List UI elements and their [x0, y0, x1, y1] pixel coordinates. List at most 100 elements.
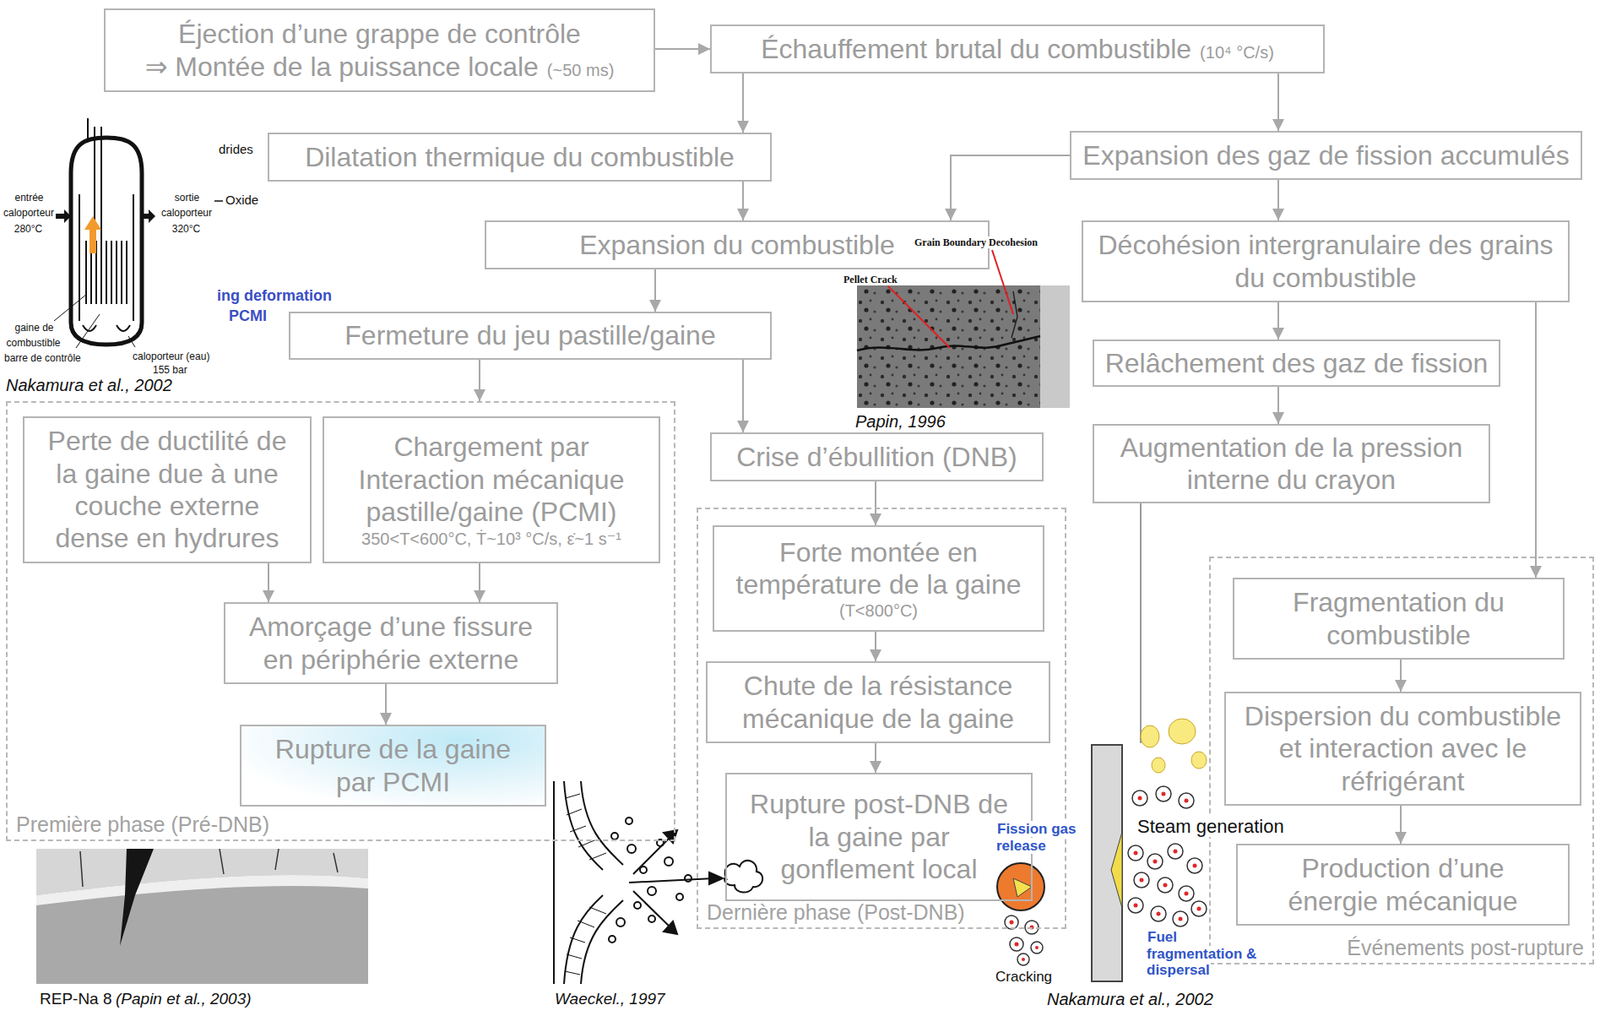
fragmentation-sketch: [1161, 791, 1167, 797]
box-text: Amorçage d’une fissure en périphérie ext…: [243, 610, 539, 676]
fragmentation-sketch: [1191, 900, 1207, 917]
process-box: Crise d’ébullition (DNB): [710, 432, 1044, 482]
citation-holder: Nakamura et al., 2002: [1046, 989, 1215, 1009]
text-row: Forte montée en température de la gaine: [726, 536, 1031, 602]
figure-annotation-holder: Pellet Crack: [842, 271, 899, 287]
box-text: Chute de la résistance mécanique de la g…: [721, 669, 1035, 735]
reactor-vessel: [214, 200, 223, 202]
text-row: Fermeture du jeu pastille/gaine: [344, 319, 716, 352]
fragmentation-sketch: [1157, 877, 1173, 893]
reactor-vessel: [79, 194, 134, 321]
reactor-vessel: [84, 216, 102, 254]
text-row: (T<800°C): [839, 600, 918, 621]
text-row: Expansion des gaz de fission accumulés: [1082, 139, 1569, 172]
process-box: Chargement par Interaction mécanique pas…: [322, 416, 661, 564]
fragmentation-sketch: [1140, 725, 1160, 748]
cladding-burst-sketch: [633, 890, 673, 929]
fragmentation-sketch: [1017, 953, 1030, 966]
flow-arrow: [1277, 302, 1280, 340]
cladding-burst-sketch: [564, 894, 603, 984]
fragmentation-sketch: [1021, 957, 1026, 961]
reactor-vessel: [54, 118, 223, 348]
fragmentation-sketch: [1128, 845, 1144, 861]
flow-arrow: [1399, 659, 1402, 692]
fragmentation-sketch: [1172, 911, 1188, 927]
fragmentation-sketch: [1153, 859, 1158, 864]
text-row: Augmentation de la pression interne du c…: [1106, 431, 1478, 497]
cladding-burst-sketch: [553, 781, 763, 984]
figure-annotation: Grain Boundary Decohesion: [913, 236, 1039, 249]
cladding-burst-sketch: [676, 893, 684, 901]
cladding-burst-sketch: [580, 781, 624, 865]
figure-annotation: Steam generation: [1136, 815, 1286, 837]
process-box: Amorçage d’une fissure en périphérie ext…: [223, 602, 559, 684]
text-row: 350<T<600°C, Ṫ~10³ °C/s, ε̇~1 s⁻¹: [361, 528, 622, 549]
cladding-burst-sketch: [663, 921, 678, 934]
text-row: Perte de ductilité de la gaine due à une…: [40, 424, 294, 555]
fragmentation-sketch: [1133, 903, 1139, 908]
micrograph: [856, 336, 1041, 351]
box-text: Production d’une énergie mécanique: [1259, 851, 1547, 917]
flow-arrow: [742, 359, 744, 433]
fragmentation-sketch: [1133, 872, 1150, 888]
process-box: Fermeture du jeu pastille/gaine: [288, 311, 772, 360]
flow-arrow: [950, 155, 1070, 221]
text-row: Rupture de la gaine par PCMI: [266, 732, 521, 798]
cladding-burst-sketch: [629, 878, 715, 883]
fragmentation-sketch: [1178, 792, 1194, 809]
box-text: Fragmentation du combustible: [1247, 585, 1552, 651]
fragmentation-sketch: [1035, 945, 1039, 950]
text-row: Production d’une énergie mécanique: [1259, 851, 1547, 917]
box-text: Perte de ductilité de la gaine due à une…: [40, 424, 294, 555]
phase-group: Première phase (Pré-DNB) Perte de ductili…: [5, 401, 676, 841]
citation-holder: Waeckel., 1997: [553, 989, 667, 1009]
figure-annotation-holder: Fission gas release: [996, 820, 1091, 854]
figure-fragment: PCMI: [227, 307, 268, 325]
figure-annotation: Fuel fragmentation & dispersal: [1146, 928, 1257, 978]
part-label: barre de contrôle: [3, 352, 82, 364]
micrograph: [1011, 291, 1018, 338]
fragmentation-sketch: [1132, 790, 1148, 806]
cladding-burst-sketch: [684, 874, 692, 882]
micrograph: [992, 249, 1014, 315]
figure-fragment: Oxide: [224, 192, 260, 207]
figure-fragment-holder: drides: [217, 141, 255, 158]
box-text: Expansion du combustible: [579, 228, 895, 261]
text-row: Première phase (Pré-DNB): [16, 812, 270, 837]
text-row: Chute de la résistance mécanique de la g…: [721, 669, 1035, 735]
crack-micrograph: [119, 848, 154, 946]
fragmentation-sketch: [1009, 920, 1015, 925]
citation: Waeckel., 1997: [553, 989, 667, 1008]
part-label: entrée caloporteur 280°C: [3, 191, 55, 235]
fragmentation-sketch: [1163, 883, 1168, 888]
fragmentation-sketch: [1139, 503, 1142, 744]
citation: (Papin et al., 2003): [114, 989, 253, 1008]
reactor-vessel: [55, 209, 71, 223]
figure-annotation-holder: Cracking: [994, 968, 1053, 986]
crack-micrograph: [36, 848, 369, 984]
fragmentation-sketch: [1167, 843, 1183, 859]
figure-annotation-holder: Grain Boundary Decohesion: [913, 233, 1039, 250]
reactor-vessel: [100, 126, 103, 241]
process-box: Relâchement des gaz de fission: [1092, 339, 1501, 387]
process-box: Dilatation thermique du combustible: [267, 132, 772, 182]
cladding-burst-sketch: [580, 900, 624, 984]
flow-arrow: [742, 181, 744, 221]
text-row: Fragmentation du combustible: [1247, 585, 1552, 651]
crack-micrograph: [36, 874, 369, 906]
flow-arrow: [654, 269, 657, 312]
figure-annotation: Fission gas release: [996, 820, 1077, 854]
part-label-holder: gaine de combustible: [1, 319, 66, 351]
part-label-holder: sortie caloporteur 320°C: [157, 189, 217, 236]
cladding-burst-sketch: [647, 886, 657, 895]
fragmentation-sketch: [1139, 878, 1145, 883]
flow-arrow: [385, 683, 387, 725]
fragmentation-sketch: [1193, 863, 1198, 868]
group-label: Dernière phase (Post-DNB): [706, 900, 966, 925]
micrograph: [856, 285, 1070, 408]
box-text: (T<800°C): [839, 600, 918, 621]
fragmentation-sketch: [1030, 941, 1043, 954]
text-row: Éjection d’une grappe de contrôle: [178, 17, 581, 50]
reactor-vessel: [70, 137, 142, 345]
